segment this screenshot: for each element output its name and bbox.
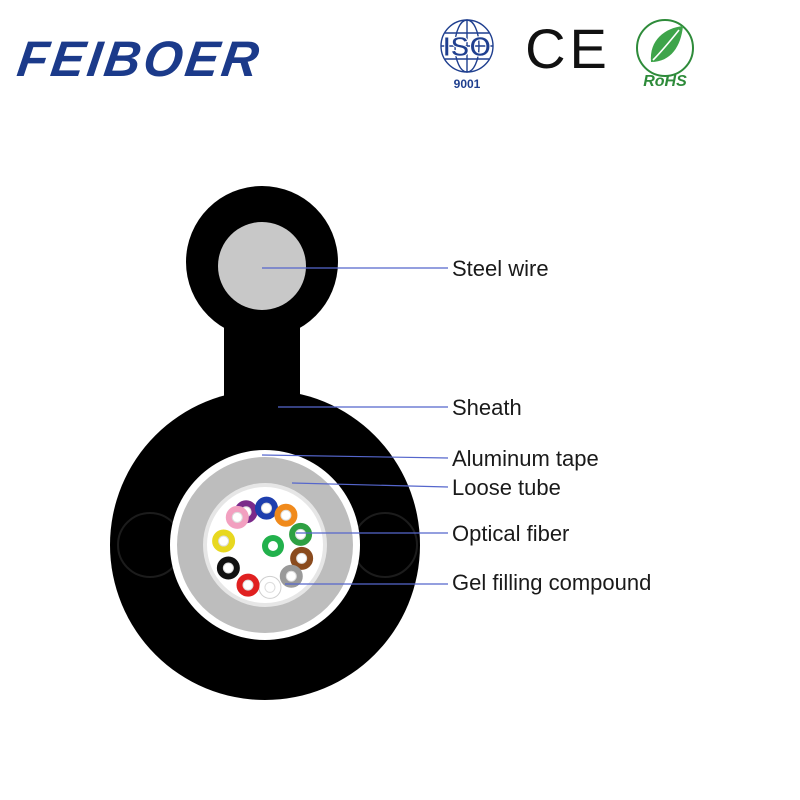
leader-lines (261, 267, 449, 585)
fiber-core (280, 509, 292, 521)
fiber-core (264, 581, 276, 593)
leader-loose-tube (291, 482, 449, 488)
fiber-core (285, 570, 297, 582)
iso-9001-badge: ISO 9001 (440, 19, 494, 91)
fiber-core (242, 579, 254, 591)
fiber-core (268, 541, 278, 551)
globe-icon (440, 19, 494, 73)
fiber-core (296, 552, 308, 564)
label-loose-tube: Loose tube (452, 475, 561, 500)
sheath-neck (224, 320, 300, 400)
fiber-core (231, 511, 243, 523)
label-aluminum-tape: Aluminum tape (452, 446, 599, 471)
leaf-icon (650, 26, 683, 62)
label-optical-fiber: Optical fiber (452, 521, 570, 546)
fiber-core (295, 528, 307, 540)
rohs-text: RoHS (643, 73, 687, 90)
fiber-core (218, 535, 230, 547)
steel-wire (218, 222, 306, 310)
iso-number: 9001 (454, 77, 481, 91)
label-sheath: Sheath (452, 395, 522, 420)
ce-mark: CE (528, 18, 608, 78)
rohs-badge: RoHS (636, 19, 694, 90)
ce-text: CE (528, 18, 608, 78)
fiber-core (222, 562, 234, 574)
optical-fibers (212, 496, 314, 599)
fiber-core (260, 502, 272, 514)
label-gel-filling-compound: Gel filling compound (452, 570, 652, 595)
label-steel-wire: Steel wire (452, 256, 549, 281)
leader-aluminum-tape (261, 454, 449, 459)
iso-text: ISO (443, 31, 491, 62)
